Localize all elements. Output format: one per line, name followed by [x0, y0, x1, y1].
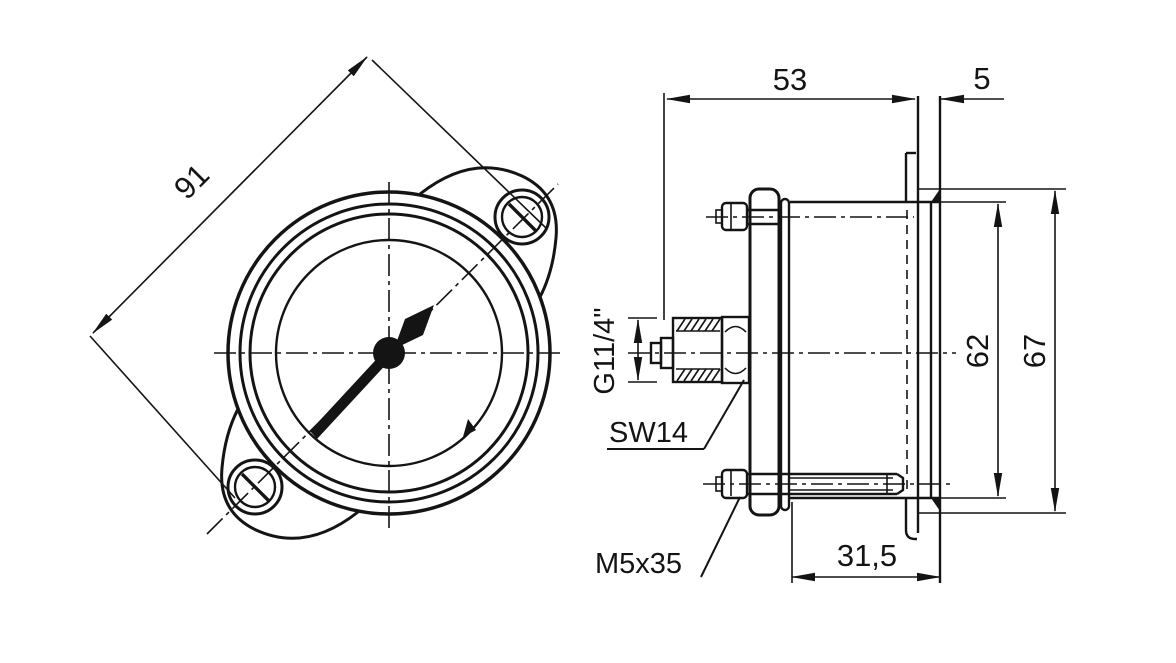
dimension-31-5: 31,5: [791, 502, 941, 583]
thread-section: [671, 316, 724, 384]
dimension-67: 67: [919, 188, 1066, 514]
dimension-53: 53: [663, 62, 916, 320]
dim-31-5-label: 31,5: [837, 538, 897, 573]
clamp-bracket: [904, 151, 917, 541]
dim-67-label: 67: [1017, 334, 1052, 368]
dimension-62: 62: [940, 201, 1006, 499]
hex-nut: [720, 315, 751, 385]
dimension-5: 5: [940, 61, 1004, 104]
pointer-needle: [310, 305, 434, 439]
dial-circle: [274, 238, 504, 468]
lower-mounting-screw: [703, 468, 952, 500]
dim-5-label: 5: [973, 61, 990, 96]
screw-slot: [240, 472, 271, 503]
screw-slot: [507, 202, 538, 233]
dim-91-label: 91: [167, 157, 216, 206]
mounting-ear-top-right: [419, 166, 558, 298]
dimension-thread: G11/4": [589, 307, 657, 395]
bezel-rings: [226, 190, 552, 516]
panel: [916, 96, 942, 583]
upper-mounting-screw: [706, 201, 914, 232]
side-view: G11/4": [589, 61, 1066, 583]
front-flange: [748, 187, 791, 517]
mounting-ear-bottom-left: [220, 408, 359, 540]
case-body: [790, 189, 940, 511]
thread-size-label: G11/4": [589, 307, 621, 394]
needle-tip: [394, 305, 434, 349]
dim-62-label: 62: [960, 334, 995, 368]
pressure-connection: [649, 315, 751, 385]
dim-53-label: 53: [773, 62, 807, 97]
front-view: 91: [89, 56, 563, 540]
scale-direction-arrow-icon: [463, 419, 476, 437]
mounting-screw-label: M5x35: [595, 548, 682, 580]
wrench-size-label: SW14: [609, 417, 688, 449]
label-m5x35: M5x35: [595, 496, 741, 580]
label-sw14: SW14: [607, 379, 745, 450]
